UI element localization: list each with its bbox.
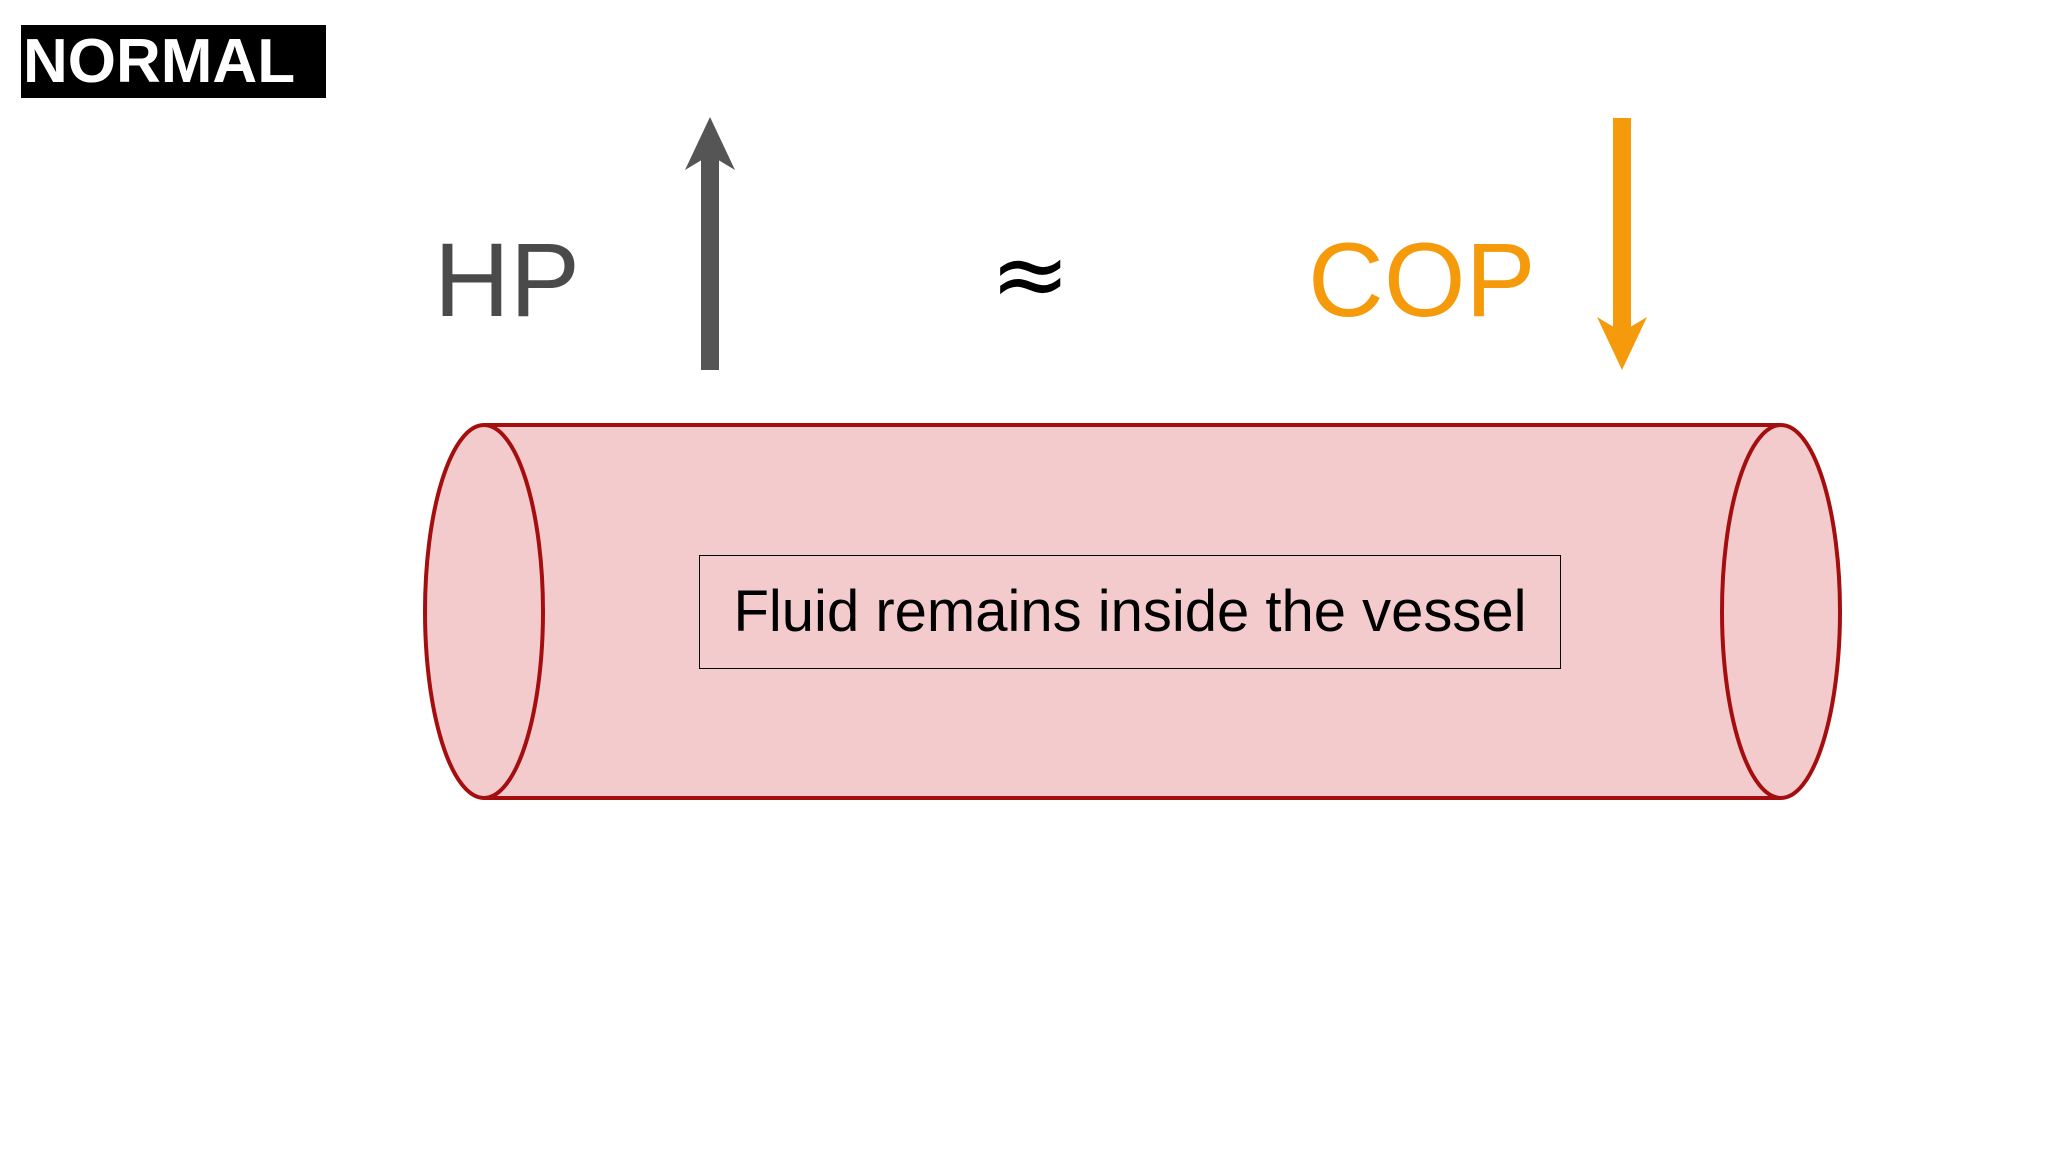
vessel-caption-box: Fluid remains inside the vessel <box>699 555 1561 669</box>
slide-title-label: NORMAL <box>21 25 326 98</box>
vessel-left-end <box>423 423 545 800</box>
vessel-body <box>484 425 1780 798</box>
hp-up-arrow-icon <box>685 117 735 370</box>
cop-down-arrow-icon <box>1597 118 1647 370</box>
hydrostatic-pressure-label: HP <box>434 222 580 339</box>
approximately-equal-symbol: ≈ <box>990 218 1071 330</box>
vessel-right-end <box>1720 423 1842 800</box>
colloid-osmotic-pressure-label: COP <box>1308 222 1536 339</box>
